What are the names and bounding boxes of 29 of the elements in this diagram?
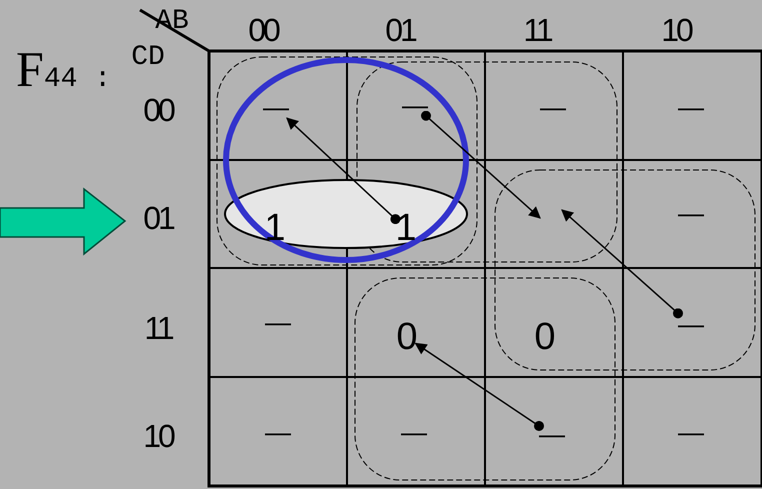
column-header: 00	[248, 14, 278, 46]
variable-label: CD	[131, 44, 165, 72]
cell-value: —	[263, 94, 287, 120]
cell-value: —	[540, 94, 564, 120]
row-header: 10	[143, 420, 173, 452]
cell-value: 0	[534, 318, 554, 356]
arrow	[421, 110, 541, 219]
cell-value: —	[678, 311, 702, 337]
row-header: 11	[144, 312, 172, 344]
cell-value: 0	[396, 318, 416, 356]
row-header: 01	[143, 202, 173, 234]
cell-value: —	[539, 421, 563, 447]
map-title: F44 :	[16, 44, 112, 94]
cell-value: —	[678, 419, 702, 445]
arrow	[561, 209, 683, 318]
cell-value: 1	[264, 209, 284, 247]
arrow	[414, 342, 544, 431]
cell-value: —	[265, 309, 289, 335]
column-header: 10	[661, 14, 691, 46]
cell-value: —	[678, 200, 702, 226]
cell-value: —	[678, 94, 702, 120]
column-header: 11	[523, 14, 551, 46]
row-header: 00	[143, 94, 173, 126]
arrow	[286, 117, 400, 224]
cell-value: 1	[395, 209, 415, 247]
column-header: 01	[385, 14, 415, 46]
cell-value: —	[265, 419, 289, 445]
cell-value: —	[402, 92, 426, 118]
cell-value: —	[401, 419, 425, 445]
